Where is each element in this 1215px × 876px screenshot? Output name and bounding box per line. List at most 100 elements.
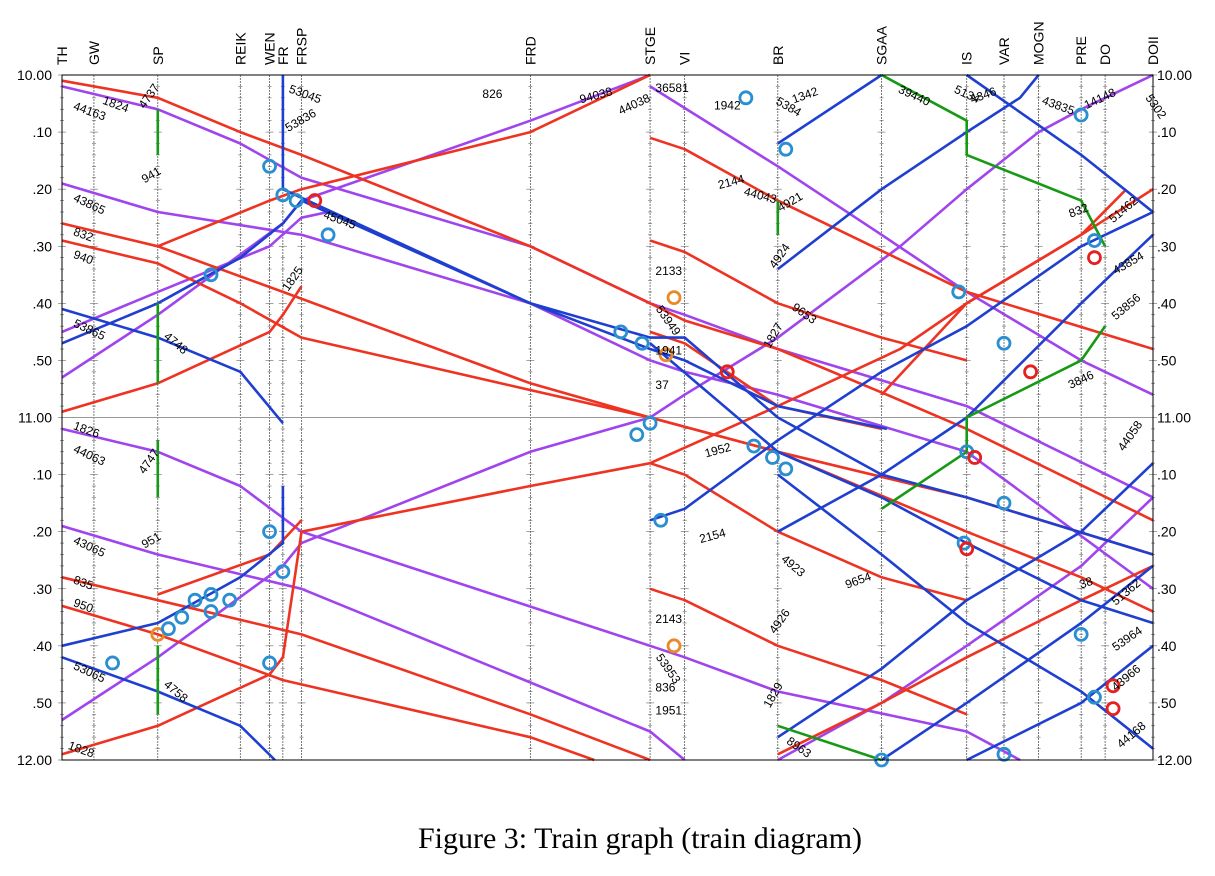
crossing-circle xyxy=(262,524,277,540)
train-path-red xyxy=(61,604,595,762)
station-label: PRE xyxy=(1073,36,1089,65)
station-label: SP xyxy=(150,46,166,65)
train-number: 44058 xyxy=(1115,418,1146,454)
crossing-circle xyxy=(634,335,650,351)
train-number: 14148 xyxy=(1082,85,1118,112)
train-path-blue xyxy=(649,210,1154,522)
train-number: 4924 xyxy=(766,241,793,271)
train-number: 1942 xyxy=(714,98,741,112)
train-number: 832 xyxy=(1067,200,1091,220)
train-path-blue xyxy=(61,486,285,648)
train-number: 44043 xyxy=(742,184,778,206)
train-number: 1941 xyxy=(655,344,682,358)
crossing-circle xyxy=(666,290,682,306)
station-label: DOII xyxy=(1145,36,1161,65)
train-number: 53045 xyxy=(287,82,323,107)
train-path-purple xyxy=(649,85,1154,396)
y-tick-label-right: .50 xyxy=(1157,695,1177,711)
train-number: 53836 xyxy=(283,106,319,135)
train-number: 950 xyxy=(72,596,96,616)
station-label: MOGN xyxy=(1031,21,1047,65)
train-number: 951 xyxy=(139,529,164,551)
crossing-circle xyxy=(1105,678,1121,694)
train-path-purple xyxy=(61,524,686,762)
train-path-blue xyxy=(61,656,276,761)
train-path-purple xyxy=(61,85,1154,499)
station-label: IS xyxy=(959,52,975,65)
train-path-purple xyxy=(61,427,1021,762)
station-label: REIK xyxy=(232,32,248,65)
crossing-circle xyxy=(666,638,682,654)
crossing-circle xyxy=(778,461,794,477)
train-number: 4926 xyxy=(766,606,793,636)
crossing-circle xyxy=(222,592,238,608)
crossing-circle xyxy=(262,655,277,671)
train-path-blue xyxy=(777,473,1154,750)
crossing-circle xyxy=(653,512,669,528)
station-label: FRD xyxy=(522,36,538,65)
train-number: 5302 xyxy=(1143,92,1170,122)
train-number: 2143 xyxy=(655,612,682,626)
crossing-circle xyxy=(1023,364,1038,380)
train-number: 2154 xyxy=(698,525,728,546)
crossing-circle xyxy=(161,621,176,637)
y-tick-label-left: .20 xyxy=(33,524,53,540)
crossing-circle xyxy=(1087,233,1102,248)
crossing-circle xyxy=(738,90,754,106)
train-path-purple xyxy=(61,73,1154,722)
y-tick-label-left: 10.00 xyxy=(17,67,52,83)
train-number: 1825 xyxy=(279,263,306,293)
y-tick-label-right: .20 xyxy=(1157,524,1177,540)
y-tick-label-right: .50 xyxy=(1157,352,1177,368)
crossing-circle xyxy=(275,564,291,580)
train-path-blue xyxy=(965,73,1154,214)
crossing-circle xyxy=(1087,250,1102,266)
train-number: 4758 xyxy=(161,677,191,705)
train-path-blue xyxy=(649,342,1154,625)
station-label: VI xyxy=(677,52,693,65)
train-number: 1952 xyxy=(703,440,733,461)
train-path-red xyxy=(61,239,1154,613)
train-number: 832 xyxy=(72,224,96,244)
crossing-circle xyxy=(203,587,219,602)
train-path-blue xyxy=(880,564,1154,762)
crossing-circle xyxy=(262,158,277,174)
crossing-circle xyxy=(658,347,674,363)
train-path-purple xyxy=(777,496,1154,762)
train-number: 44038 xyxy=(616,91,652,118)
y-tick-label-left: .10 xyxy=(33,124,53,140)
station-label: WEN xyxy=(262,32,278,65)
crossing-circle xyxy=(719,364,735,380)
train-paths xyxy=(61,73,1154,762)
train-path-red xyxy=(61,188,1154,756)
y-tick-label-right: .20 xyxy=(1157,181,1177,197)
station-label: TH xyxy=(54,46,70,65)
station-label: STGE xyxy=(642,27,658,65)
y-tick-label-left: .40 xyxy=(33,295,53,311)
train-number: 1951 xyxy=(655,703,682,717)
crossing-circle xyxy=(996,495,1012,511)
train-path-red xyxy=(61,576,651,762)
crossing-circle xyxy=(105,655,120,671)
train-number: 39440 xyxy=(896,82,932,109)
y-tick-label-right: .40 xyxy=(1157,295,1177,311)
y-tick-label-left: .40 xyxy=(33,638,53,654)
crossing-circle xyxy=(275,187,291,203)
station-label: FRSP xyxy=(293,28,309,65)
station-label: SGAA xyxy=(874,25,890,65)
train-path-green xyxy=(880,73,1107,247)
y-tick-label-left: .30 xyxy=(33,581,53,597)
crossing-circle xyxy=(174,609,190,625)
crossing-circle xyxy=(959,541,975,557)
y-tick-label-left: .10 xyxy=(33,467,53,483)
station-label: GW xyxy=(86,40,102,65)
station-label: BR xyxy=(770,46,786,65)
y-tick-label-left: 12.00 xyxy=(17,752,52,768)
train-number: 53065 xyxy=(71,659,107,686)
crossing-circle xyxy=(1073,107,1089,123)
train-path-blue xyxy=(281,75,1154,556)
train-number: 826 xyxy=(482,87,502,101)
crossing-circle xyxy=(629,427,645,443)
